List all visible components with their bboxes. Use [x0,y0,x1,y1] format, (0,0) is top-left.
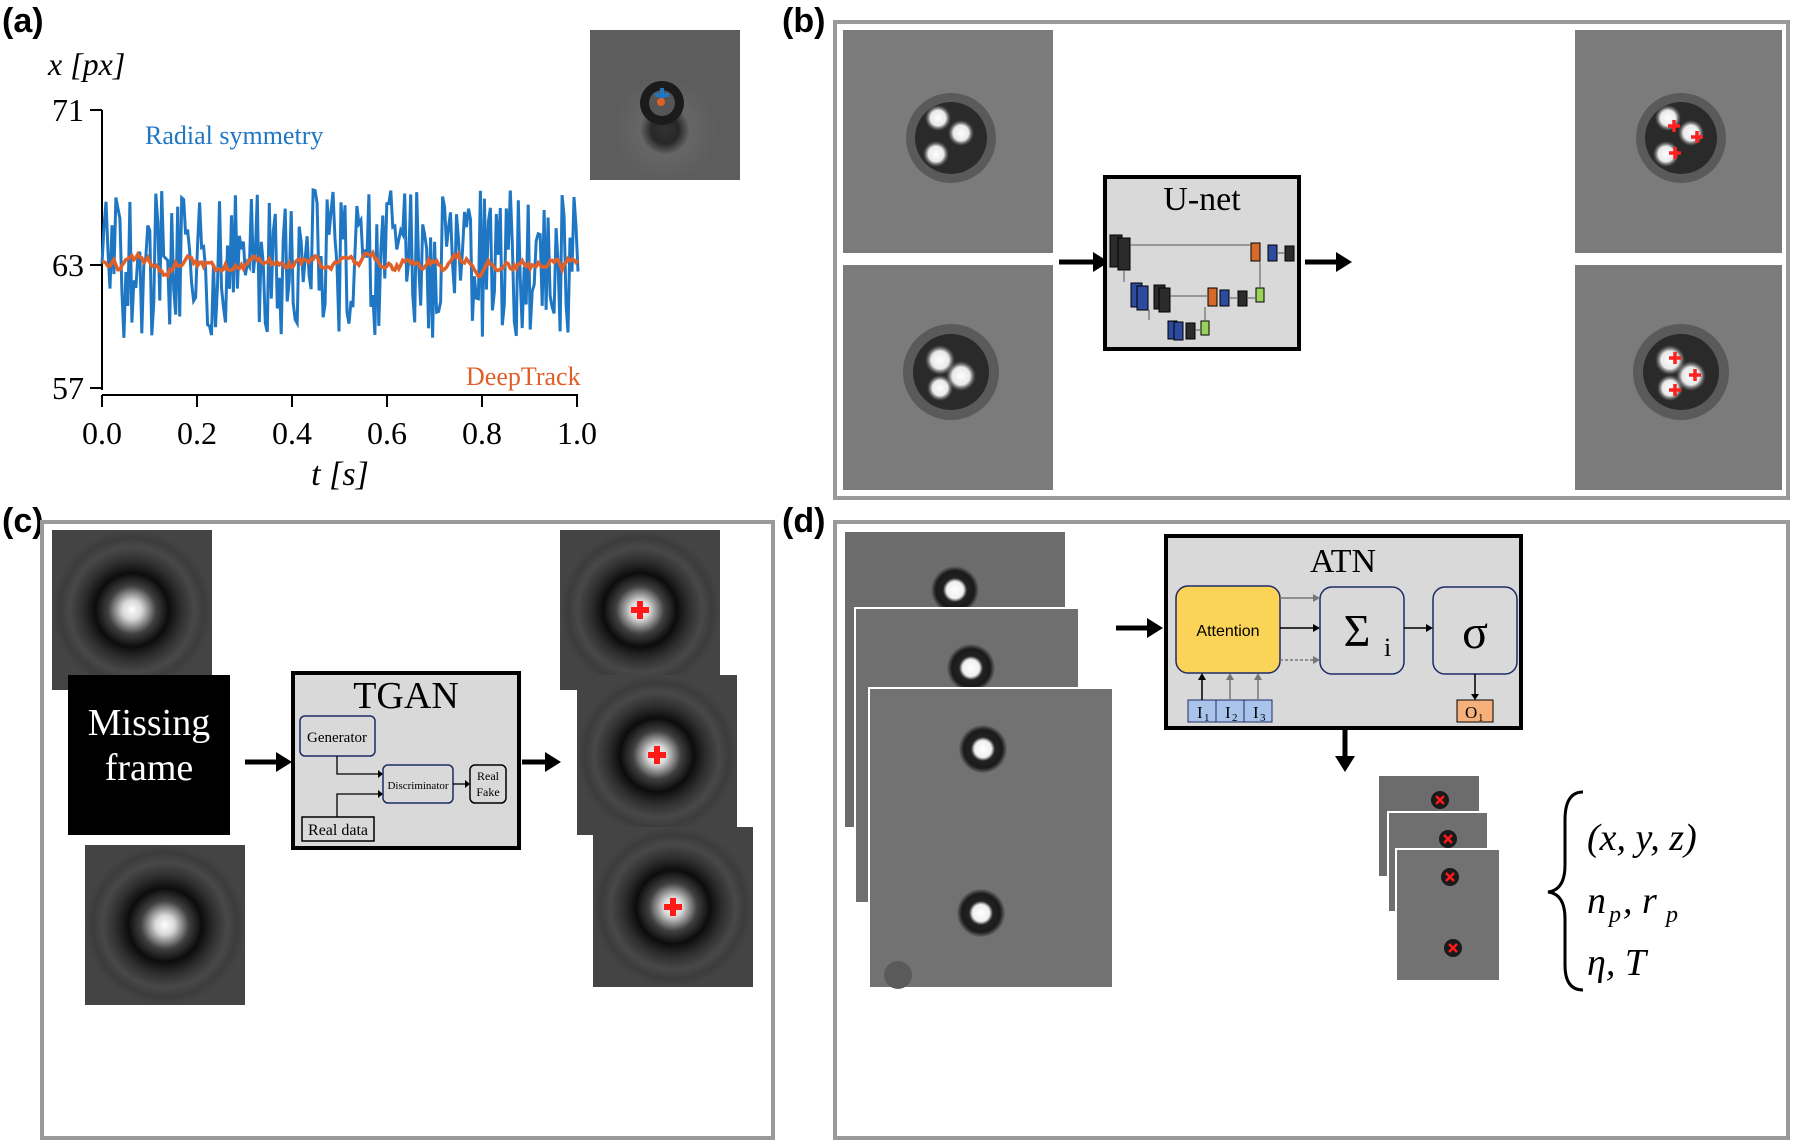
x-tick-5: 1.0 [557,415,597,451]
missing-frame-line2: frame [105,747,194,789]
real-data-label: Real data [308,822,368,839]
input-2-label: I [1225,703,1231,722]
y-axis-label: x [px] [47,46,125,82]
legend-deeptrack: DeepTrack [466,362,581,391]
fake-label: Fake [476,785,499,799]
output-rp-sub: p [1664,902,1678,928]
sigma-symbol: σ [1462,606,1488,659]
attention-label: Attention [1196,623,1259,640]
input-3-sub: 3 [1260,712,1266,724]
x-tick-2: 0.4 [272,415,312,451]
panel-d-images: ATN Attention Σ i σ I 1 I 2 I 3 O 1 [845,532,1697,992]
x-tick-4: 0.8 [462,415,502,451]
sum-symbol: Σ [1344,605,1371,656]
input-1-sub: 1 [1204,712,1210,724]
panel-b-images: U-net [843,30,1782,490]
panel-a-label: (a) [2,2,44,40]
output-eta-t: η, T [1587,942,1649,984]
discriminator-label: Discriminator [387,780,448,792]
sum-subscript: i [1384,633,1391,662]
panel-c-label: (c) [2,502,44,540]
input-2-sub: 2 [1232,712,1238,724]
panel-b-label: (b) [782,2,826,40]
tgan-title: TGAN [353,675,459,717]
radial-symmetry-trace [100,187,580,338]
atn-title: ATN [1310,543,1376,580]
y-tick-57: 57 [52,370,84,406]
real-label: Real [477,769,500,783]
y-tick-71: 71 [52,92,84,128]
output-np-sub: p [1607,902,1621,928]
y-tick-63: 63 [52,247,84,283]
input-3-label: I [1253,703,1259,722]
x-tick-3: 0.6 [367,415,407,451]
missing-frame-line1: Missing [88,702,210,744]
output-label: O [1465,703,1477,722]
generator-label: Generator [307,730,367,746]
output-xyz: (x, y, z) [1587,817,1697,859]
deeptrack-trace [101,249,580,279]
output-sub: 1 [1478,712,1484,724]
trajectory-chart: x [px] 71 63 57 0.0 0.2 0.4 0.6 0.8 1.0 … [47,46,597,493]
x-tick-0: 0.0 [82,415,122,451]
input-1-label: I [1197,703,1203,722]
output-np: n [1587,880,1606,922]
unet-title: U-net [1163,181,1241,218]
x-axis-label: t [s] [311,456,369,493]
panel-d-label: (d) [782,502,826,540]
output-rp: , r [1623,880,1657,922]
x-tick-1: 0.2 [177,415,217,451]
panel-c-images: Missing frame TGAN Generator Discriminat… [52,530,753,1005]
inset-particle-image [590,30,740,180]
legend-radial-symmetry: Radial symmetry [145,121,323,150]
